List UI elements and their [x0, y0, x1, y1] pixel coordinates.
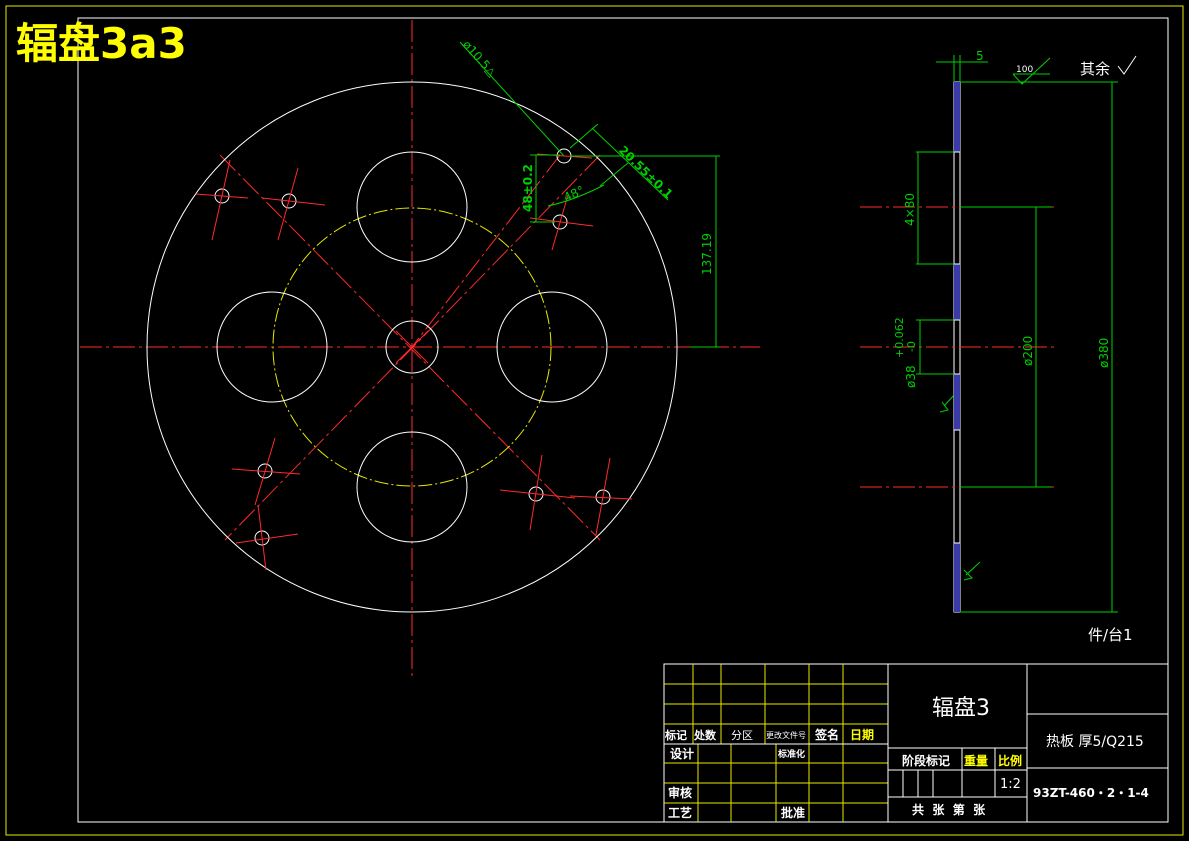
sheet-count: 共 张 第 张	[912, 802, 986, 817]
ext-line	[569, 123, 599, 149]
part-name: 辐盘3	[932, 696, 990, 721]
rest-note: 其余	[1080, 60, 1110, 78]
height-dim-text: 137.19	[700, 233, 714, 275]
outer-border	[5, 5, 1184, 836]
hole-leader	[459, 41, 565, 157]
side-view: 5 100 其余 4×80 +0.062 -0 ø38 ø200 ø380	[860, 49, 1137, 644]
header-count: 处数	[693, 728, 717, 742]
rest-roughness-symbol	[1117, 55, 1137, 75]
sheet-title: 辐盘3a3	[16, 19, 187, 68]
section-hatch	[954, 543, 960, 612]
small-hole	[261, 167, 326, 241]
drawing-number: 93ZT-460・2・1-4	[1033, 786, 1149, 800]
scale-label: 比例	[998, 753, 1022, 768]
weld-symbol	[963, 569, 973, 581]
large-hole-top	[356, 151, 468, 263]
small-hole	[231, 437, 301, 506]
small-hole	[569, 457, 633, 536]
standardize-label: 标准化	[777, 748, 805, 760]
weight-label: 重量	[964, 753, 988, 768]
header-date: 日期	[850, 727, 874, 742]
ext-line	[599, 162, 629, 187]
angle-arc	[547, 184, 605, 207]
bore-dim-text: ø38	[904, 365, 918, 388]
bore-tol-text: +0.062	[893, 317, 906, 358]
section-hatch	[954, 374, 960, 430]
header-change-doc: 更改文件号	[766, 730, 806, 740]
slot-dim-text: 4×80	[903, 193, 917, 226]
small-hole	[195, 159, 249, 241]
thickness-dim-text: 5	[976, 49, 984, 63]
review-label: 审核	[668, 785, 692, 800]
header-zone: 分区	[731, 729, 753, 742]
design-label: 设计	[670, 746, 694, 761]
offset-dim-text: 48±0.2	[521, 164, 535, 212]
center-bore	[385, 320, 439, 374]
stage-mark-label: 阶段标记	[902, 753, 950, 768]
large-hole-right	[496, 291, 608, 403]
material: 热板 厚5/Q215	[1046, 734, 1144, 750]
title-block: 标记 处数 分区 更改文件号 签名 日期 设计 标准化 审核 工艺 批准 辐盘3…	[663, 663, 1169, 823]
outer-dim-text: ø380	[1097, 338, 1111, 368]
header-signature: 签名	[814, 727, 839, 742]
outer-disk-circle	[146, 81, 678, 613]
header-mark: 标记	[664, 728, 687, 742]
large-hole-bottom	[356, 431, 468, 543]
process-label: 工艺	[668, 805, 692, 820]
large-hole-left	[216, 291, 328, 403]
hole-axis-line	[411, 154, 561, 348]
drawing-frame	[77, 17, 1169, 823]
roughness-value: 100	[1016, 65, 1033, 75]
section-hatch	[954, 264, 960, 320]
section-hatch	[954, 82, 960, 152]
scale-value: 1:2	[1000, 777, 1021, 792]
small-hole	[235, 504, 299, 571]
radial-dim-line	[591, 127, 669, 201]
bore-tol-low-text: -0	[905, 341, 918, 352]
weld-symbol	[939, 401, 949, 413]
qty-note: 件/台1	[1088, 626, 1133, 644]
bore-mark	[395, 330, 429, 364]
pitch-circle	[272, 207, 552, 487]
diagonal-centerline-1	[219, 154, 601, 541]
pcd-dim-text: ø200	[1021, 336, 1035, 366]
small-hole	[499, 454, 576, 531]
approve-label: 批准	[781, 805, 805, 820]
